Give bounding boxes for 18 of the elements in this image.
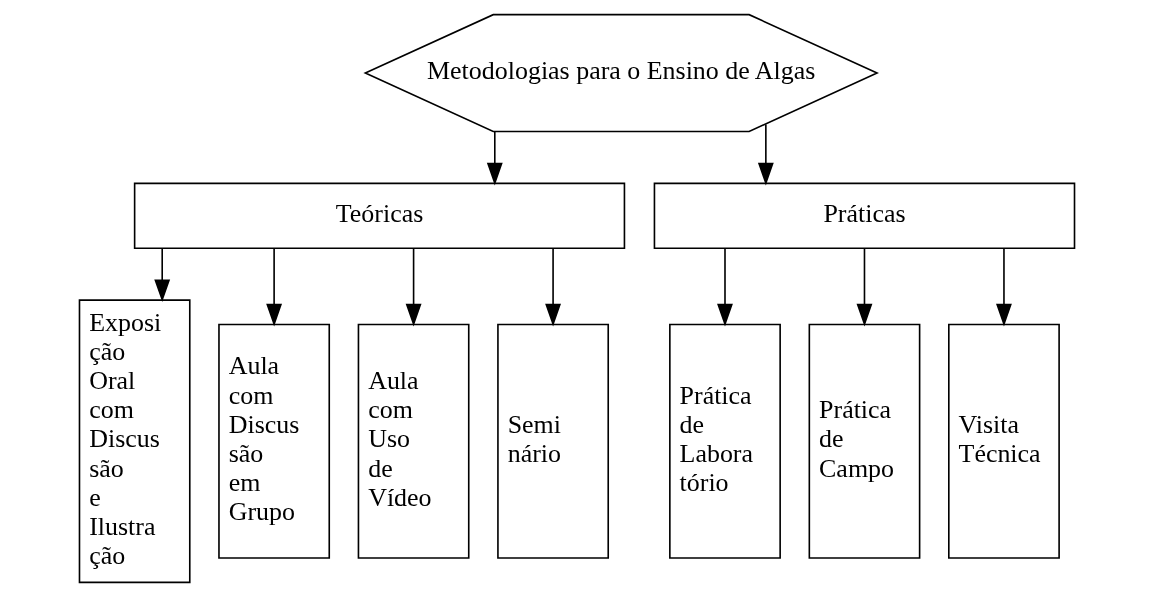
node-box: Exposi ção Oral com Discus são e Ilustra ção: [78, 299, 191, 584]
node-box: Prática de Campo: [808, 323, 921, 559]
arrow: [154, 247, 171, 303]
node-box: Visita Técnica: [948, 323, 1060, 559]
node-box: Prática de Labora tório: [669, 323, 781, 559]
arrow: [856, 247, 873, 327]
arrow: [996, 247, 1012, 327]
arrow: [266, 247, 283, 327]
arrow: [757, 123, 774, 186]
arrow: [486, 130, 503, 186]
arrow: [717, 247, 733, 327]
arrow: [405, 247, 422, 327]
node-box: Aula com Discus são em Grupo: [218, 323, 331, 559]
node-box: Teóricas: [133, 182, 626, 250]
node-box: Aula com Uso de Vídeo: [357, 323, 470, 559]
node-box: Semi nário: [497, 323, 610, 559]
arrow: [545, 247, 562, 327]
node-box: Práticas: [653, 182, 1076, 250]
